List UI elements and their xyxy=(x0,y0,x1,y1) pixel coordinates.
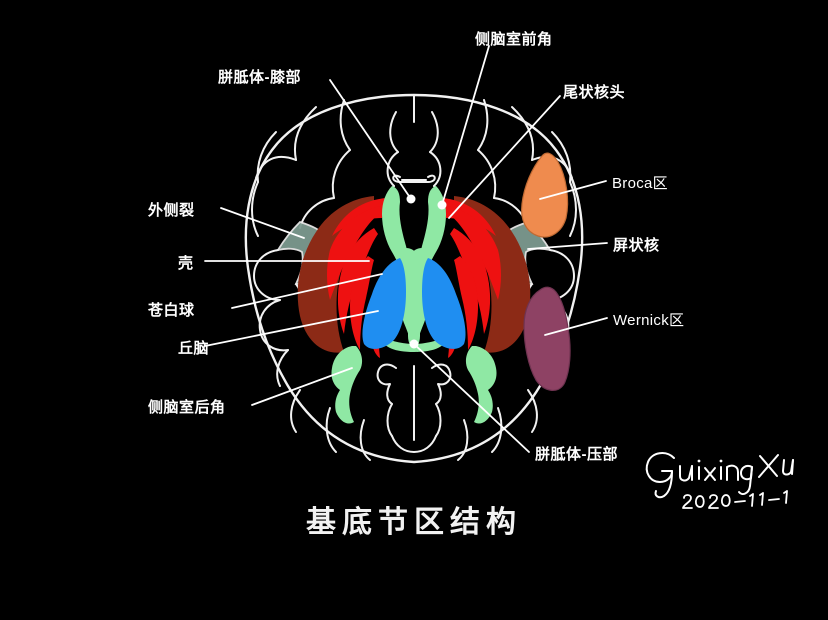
label-lateral-fissure: 外侧裂 xyxy=(148,202,195,219)
label-broca-area: Broca区 xyxy=(612,175,668,192)
leader-dot-anterior-horn xyxy=(437,200,447,210)
page-title: 基底节区结构 xyxy=(306,506,522,539)
label-corpus-callosum-genu: 胼胝体-膝部 xyxy=(218,69,301,86)
leader-broca xyxy=(539,180,607,200)
label-globus-pallidus: 苍白球 xyxy=(148,302,195,319)
leader-corpus-callosum-genu xyxy=(329,79,412,200)
wernicke-area xyxy=(523,286,571,391)
leader-splenium xyxy=(413,343,530,453)
leader-dot-splenium xyxy=(409,339,419,349)
label-anterior-horn: 侧脑室前角 xyxy=(475,31,553,48)
leader-claustrum xyxy=(527,242,608,250)
leader-anterior-horn xyxy=(441,45,490,206)
thalamus xyxy=(362,258,466,349)
occipital-gyri xyxy=(290,389,538,461)
label-posterior-horn: 侧脑室后角 xyxy=(148,399,226,416)
leader-caudate-head xyxy=(448,95,561,219)
brainstem-midbrain xyxy=(376,363,452,453)
label-claustrum: 屏状核 xyxy=(613,237,660,254)
artist-signature xyxy=(645,452,794,509)
leader-lines xyxy=(204,45,608,453)
frontal-gyri-left xyxy=(251,99,351,237)
brain-outline xyxy=(244,93,584,464)
label-corpus-callosum-splenium: 胼胝体-压部 xyxy=(535,446,618,463)
leader-lateral-fissure xyxy=(220,207,305,239)
leader-globus-pallidus xyxy=(231,273,383,309)
label-putamen: 壳 xyxy=(178,255,194,272)
frontal-gyri-right xyxy=(477,99,577,237)
leader-wernicke xyxy=(544,317,608,336)
temporal-gyri-left xyxy=(252,249,304,387)
broca-area xyxy=(521,152,569,238)
label-caudate-head: 尾状核头 xyxy=(563,84,626,101)
label-thalamus: 丘脑 xyxy=(178,340,210,357)
leader-thalamus xyxy=(204,310,379,347)
leader-posterior-horn xyxy=(251,367,353,406)
leader-dot-genu xyxy=(406,194,416,204)
label-wernicke-area: Wernick区 xyxy=(613,312,685,329)
